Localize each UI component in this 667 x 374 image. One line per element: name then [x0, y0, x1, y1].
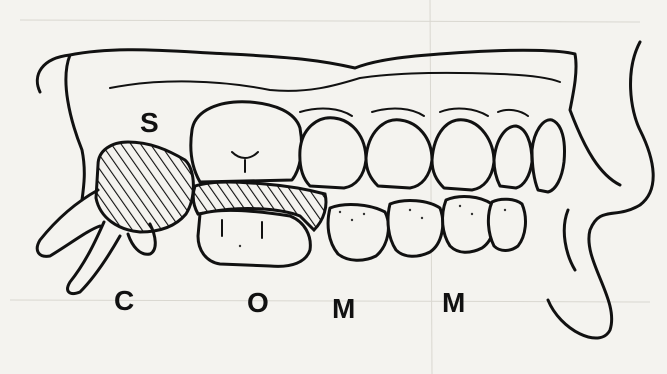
upper-incisor-lateral — [494, 126, 532, 188]
upper-gum-contour — [110, 73, 560, 91]
lower-premolar-2 — [388, 201, 443, 257]
upper-premolar-1 — [300, 118, 366, 188]
label-s: S — [140, 107, 159, 138]
lower-canine — [443, 197, 495, 253]
lip-inner — [564, 210, 575, 270]
label-o: O — [247, 287, 269, 318]
lower-molar — [198, 210, 310, 266]
label-m-second: M — [442, 287, 465, 318]
unerupted-molar-hatched — [96, 142, 193, 232]
lower-incisors — [488, 199, 525, 250]
lower-premolar-1 — [328, 205, 388, 261]
upper-incisor-central — [532, 120, 565, 192]
jaw-outline — [66, 55, 84, 200]
upper-premolar-2 — [366, 120, 432, 188]
label-c: C — [114, 285, 134, 316]
lip-outline — [548, 42, 653, 338]
label-m-first: M — [332, 293, 355, 324]
upper-molar — [191, 102, 302, 182]
upper-teeth — [191, 102, 565, 192]
upper-canine — [432, 120, 494, 190]
